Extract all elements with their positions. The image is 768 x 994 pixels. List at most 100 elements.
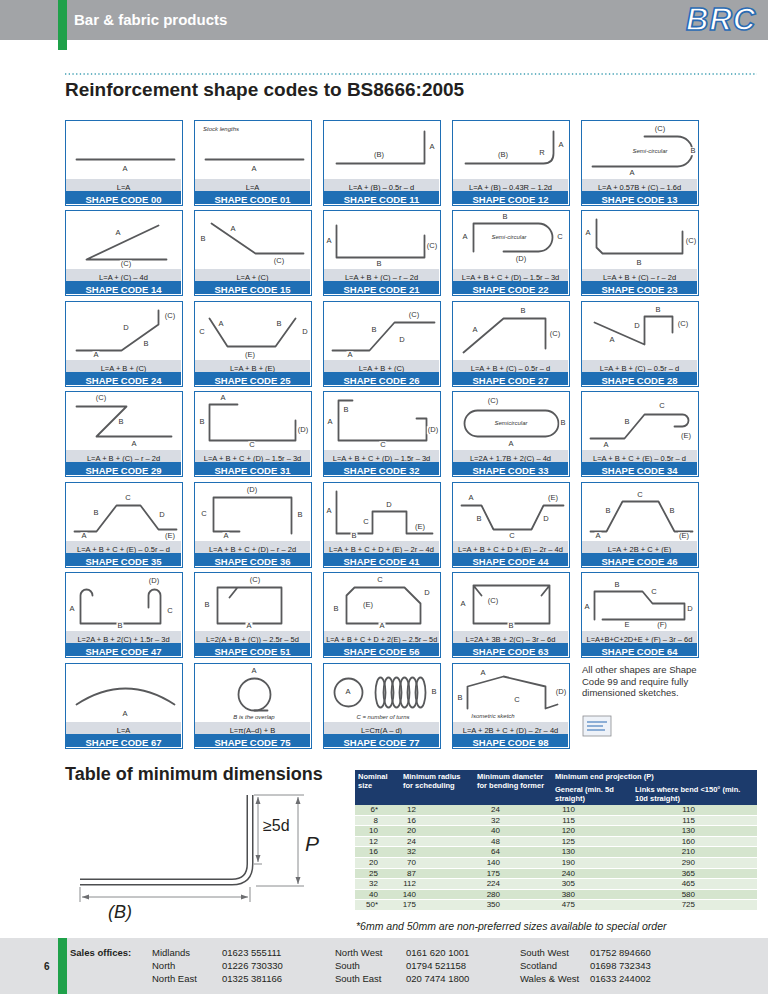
table-cell: 115	[632, 815, 757, 826]
table-cell: 115	[552, 815, 632, 826]
shape-code: SHAPE CODE 21	[343, 284, 419, 295]
dimension-letter: (B)	[373, 151, 385, 159]
code-strip: SHAPE CODE 23	[582, 281, 697, 294]
dimension-letter: A	[608, 336, 615, 344]
cell-text: 290	[682, 858, 695, 867]
cell-text: 25	[369, 869, 378, 878]
sketch-note: Semi-circular	[631, 148, 668, 154]
dimension-letter: D	[542, 515, 549, 523]
table-cell: 40	[474, 826, 552, 837]
office-name: Wales & West	[520, 973, 579, 984]
table-cell: 130	[632, 826, 757, 837]
cell-text: 12	[369, 837, 378, 846]
dimension-letter: A	[326, 418, 333, 426]
office-phone: 01325 381166	[222, 973, 282, 984]
dimension-letter: D	[301, 328, 308, 336]
cell-text: 140	[487, 858, 500, 867]
header-text: Minimum radius for scheduling	[403, 772, 461, 790]
dimension-letter: C	[376, 576, 383, 584]
shape-code-tile: ABC(E)L=A + B + C + (E) – 0.5r – dSHAPE …	[581, 391, 699, 477]
shape-code: SHAPE CODE 00	[85, 194, 161, 205]
code-strip: SHAPE CODE 98	[453, 734, 568, 747]
dimension-letter: C	[650, 588, 657, 596]
table-cell: 280	[474, 889, 552, 900]
dimension-letter: (C)	[426, 242, 438, 250]
dimension-letter: C	[658, 402, 665, 410]
cell-text: 20	[369, 858, 378, 867]
table-cell: 32	[355, 879, 400, 890]
cell-text: 6*	[370, 805, 378, 814]
dimension-letter: (C)	[549, 330, 561, 338]
table-cell: 50*	[355, 900, 400, 911]
cell-text: 280	[487, 890, 500, 899]
sketch-group	[337, 132, 425, 164]
shape-code: SHAPE CODE 36	[214, 556, 290, 567]
drawn-line	[333, 323, 435, 351]
shape-code-tile: ABCD(E)L=A + B + C + D + (E) – 2r – 4dSH…	[452, 482, 570, 568]
shape-code: SHAPE CODE 25	[214, 375, 290, 386]
shape-code-tile: AL=ASHAPE CODE 67	[65, 663, 183, 749]
drawn-line	[583, 716, 611, 736]
shape-code: SHAPE CODE 46	[601, 556, 677, 567]
cell-text: 70	[407, 858, 416, 867]
drawn-line	[82, 895, 248, 900]
sketch-group	[218, 588, 282, 624]
shape-code-tile: ABC(D)Isometric sketchL=A + 2B + C + (D)…	[452, 663, 570, 749]
drawn-line	[595, 317, 673, 345]
shape-code-tile: ADB(C)L=A + B + (C)SHAPE CODE 24	[65, 301, 183, 387]
sketch-note: Stock lengths	[202, 126, 240, 132]
shape-code: SHAPE CODE 75	[214, 737, 290, 748]
shape-code-tile: A(C)L=A + (C) – 4dSHAPE CODE 14	[65, 210, 183, 296]
table-cell: 24	[474, 805, 552, 815]
sketch-group	[595, 317, 673, 345]
code-strip: SHAPE CODE 31	[195, 462, 310, 475]
office-name: North East	[152, 973, 197, 984]
table-cell: 32	[474, 815, 552, 826]
office-phone: 020 7474 1800	[406, 973, 469, 984]
sketch-group	[339, 401, 427, 441]
drawn-line	[339, 401, 427, 441]
drawn-line	[474, 586, 550, 624]
code-strip: SHAPE CODE 67	[66, 734, 181, 747]
formula-strip: L=A	[66, 722, 181, 734]
code-strip: SHAPE CODE 64	[582, 643, 697, 656]
cell-text: 40	[491, 826, 500, 835]
drawn-line	[298, 797, 299, 884]
dimension-letter: (D)	[297, 426, 309, 434]
dimension-letter: B	[668, 507, 675, 515]
footer-band	[0, 938, 768, 994]
dimension-letter: (F)	[656, 621, 668, 629]
sketch-group	[77, 407, 172, 437]
shape-code: SHAPE CODE 23	[601, 284, 677, 295]
table-cell: 465	[632, 879, 757, 890]
drawn-line	[206, 159, 304, 161]
shape-sketches	[75, 132, 693, 711]
cell-text: 64	[491, 847, 500, 856]
dimension-letter: C	[200, 510, 207, 518]
dimension-letter: (C)	[408, 311, 420, 319]
dimension-letter: A	[250, 667, 257, 675]
dimension-letter: (C)	[685, 237, 697, 245]
drawn-line	[80, 795, 250, 882]
dimension-letter: (E)	[678, 532, 690, 540]
drawn-line	[77, 159, 175, 161]
dimension-letter: B	[342, 406, 349, 414]
sketch-group	[337, 492, 433, 534]
dimension-letter: A	[479, 669, 486, 677]
dimension-letter: (D)	[148, 577, 160, 585]
table-cell: 290	[632, 857, 757, 868]
formula-strip: L=2(A + B + (C)) – 2.5r – 5d	[195, 631, 310, 643]
dimension-letter: A	[471, 326, 478, 334]
dimension-letter: D	[633, 322, 640, 330]
dimension-letter: (C)	[487, 397, 499, 405]
formula-strip: L=A + B + C + (E) – 0.5r – d	[582, 450, 697, 462]
dimension-letter: B	[350, 532, 357, 540]
office-phone: 01623 555111	[222, 947, 281, 958]
table-cell: 130	[552, 847, 632, 858]
sketch-group	[474, 224, 553, 252]
code-strip: SHAPE CODE 14	[66, 281, 181, 294]
code-strip: SHAPE CODE 46	[582, 553, 697, 566]
table-cell: 475	[552, 900, 632, 911]
drawn-line	[239, 679, 271, 711]
dimension-letter: A	[245, 622, 252, 630]
